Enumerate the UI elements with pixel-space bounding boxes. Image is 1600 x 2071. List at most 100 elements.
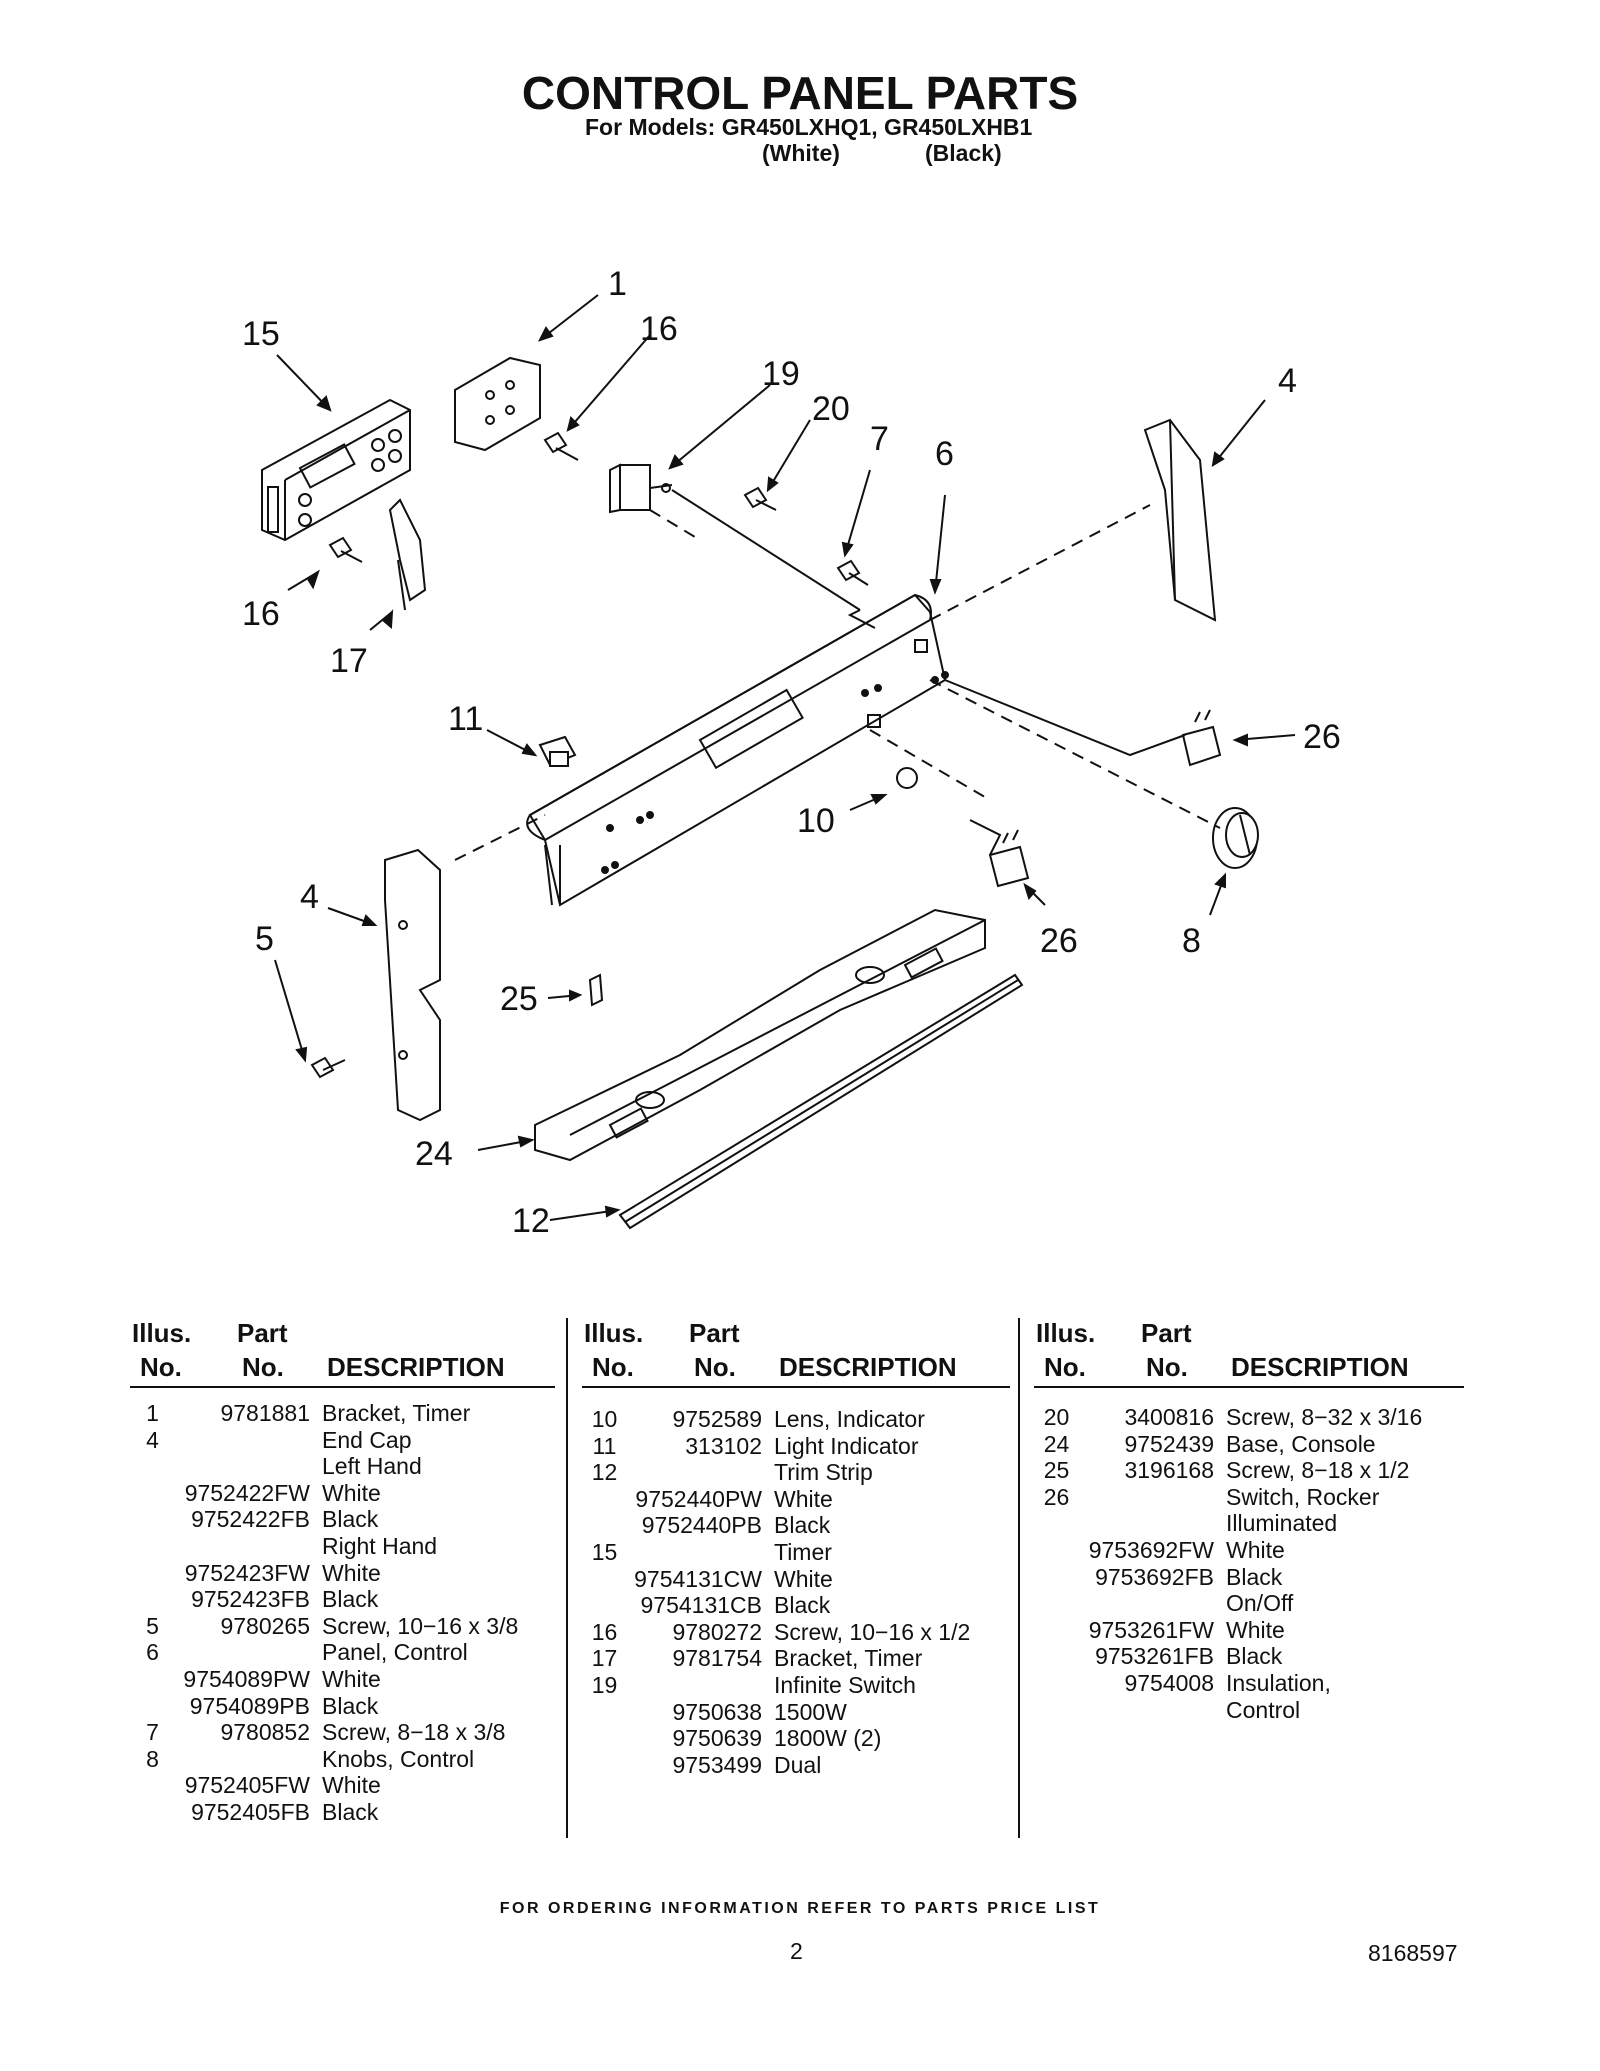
table-row: Right Hand <box>130 1533 555 1560</box>
lens-indicator-part <box>896 767 918 789</box>
knob-part <box>1212 807 1259 869</box>
illus-cell: 24 <box>1043 1430 1070 1457</box>
end-cap-part <box>384 418 1217 1122</box>
callout-12: 12 <box>512 1202 550 1240</box>
callout-16-lower: 16 <box>242 595 280 633</box>
description-cell: Illuminated <box>1226 1510 1338 1537</box>
part-number-cell: 9750638 <box>672 1698 762 1725</box>
description-cell: Lens, Indicator <box>774 1406 925 1432</box>
illus-cell: 5 <box>146 1612 159 1639</box>
description-cell: Knobs, Control <box>322 1745 475 1772</box>
timer-part <box>261 398 411 542</box>
part-header-top: Part <box>1141 1318 1192 1348</box>
table-row: Left Hand <box>130 1453 555 1480</box>
callout-7: 7 <box>870 420 889 458</box>
part-number-cell: 9754131CB <box>640 1592 763 1619</box>
callout-8: 8 <box>1182 922 1201 960</box>
illus-header-bottom: No. <box>1044 1352 1086 1382</box>
part-number-cell: 313102 <box>685 1432 762 1459</box>
page-title: CONTROL PANEL PARTS <box>521 67 1079 119</box>
exploded-parts-diagram: 1 15 16 19 20 7 6 4 16 17 11 26 10 4 5 2… <box>242 265 1341 1240</box>
table-row: 9753692FB Black <box>1034 1564 1464 1591</box>
description-cell: Black <box>774 1512 831 1539</box>
callout-6: 6 <box>935 435 954 473</box>
control-panel-part <box>526 593 949 907</box>
description-cell: Timer <box>774 1538 832 1565</box>
description-cell: Bracket, Timer <box>322 1400 471 1426</box>
description-cell: Screw, 8−18 x 3/8 <box>322 1719 506 1746</box>
part-header-bottom: No. <box>1146 1352 1188 1382</box>
illus-cell: 7 <box>146 1719 159 1746</box>
illus-cell: 25 <box>1043 1457 1070 1484</box>
callout-4-left: 4 <box>300 878 319 916</box>
part-header-top: Part <box>689 1318 740 1348</box>
callout-26-upper: 26 <box>1303 718 1341 756</box>
description-cell: Black <box>322 1798 379 1825</box>
description-cell: On/Off <box>1226 1590 1294 1617</box>
illus-header-bottom: No. <box>592 1352 634 1382</box>
callout-labels: 1 15 16 19 20 7 6 4 16 17 11 26 10 4 5 2… <box>242 265 1341 1240</box>
description-cell: Left Hand <box>322 1453 422 1480</box>
page-number: 2 <box>790 1938 803 1964</box>
description-header: DESCRIPTION <box>1231 1352 1409 1382</box>
callout-5: 5 <box>255 920 274 958</box>
description-cell: Base, Console <box>1226 1430 1376 1457</box>
part-number-cell: 9752589 <box>672 1406 762 1432</box>
table-row: 9754089PW White <box>130 1666 555 1693</box>
description-header: DESCRIPTION <box>327 1352 505 1382</box>
bracket-part-17 <box>388 498 427 611</box>
callout-11: 11 <box>448 700 483 738</box>
part-number-cell: 9753692FB <box>1095 1563 1214 1590</box>
callout-20: 20 <box>812 390 850 428</box>
column-divider <box>566 1318 568 1838</box>
light-indicator-part <box>538 735 577 767</box>
description-cell: Black <box>322 1506 379 1533</box>
description-cell: Control <box>1226 1696 1301 1723</box>
part-number-cell: 9752440PB <box>641 1512 762 1539</box>
part-number-cell: 9750639 <box>672 1725 762 1752</box>
callout-16: 16 <box>640 310 678 348</box>
description-cell: White <box>322 1559 381 1586</box>
description-cell: Dual <box>774 1751 822 1778</box>
part-number-cell: 9752439 <box>1124 1430 1214 1457</box>
part-number-cell: 9780265 <box>220 1612 310 1639</box>
description-cell: Black <box>1226 1563 1283 1590</box>
ordering-note: FOR ORDERING INFORMATION REFER TO PARTS … <box>499 1900 1101 1917</box>
illus-cell: 1 <box>146 1400 159 1426</box>
column-divider <box>1018 1318 1020 1838</box>
description-cell: White <box>322 1665 381 1692</box>
models-label: For Models: GR450LXHQ1, GR450LXHB1 <box>585 114 1033 140</box>
description-cell: 1500W <box>774 1698 847 1725</box>
part-number-cell: 3196168 <box>1124 1457 1214 1484</box>
callout-15: 15 <box>242 315 280 353</box>
table-row: 9750638 1500W <box>582 1699 1010 1726</box>
table-row: Control <box>1034 1697 1464 1724</box>
part-number-cell: 9752405FB <box>191 1798 310 1825</box>
part-number-cell: 9754089PW <box>183 1665 310 1692</box>
table-row: 9752405FB Black <box>130 1799 555 1826</box>
table-header: Illus. No. Part No. DESCRIPTION <box>582 1318 1010 1388</box>
part-header-bottom: No. <box>242 1352 284 1382</box>
illus-cell: 11 <box>592 1432 617 1459</box>
